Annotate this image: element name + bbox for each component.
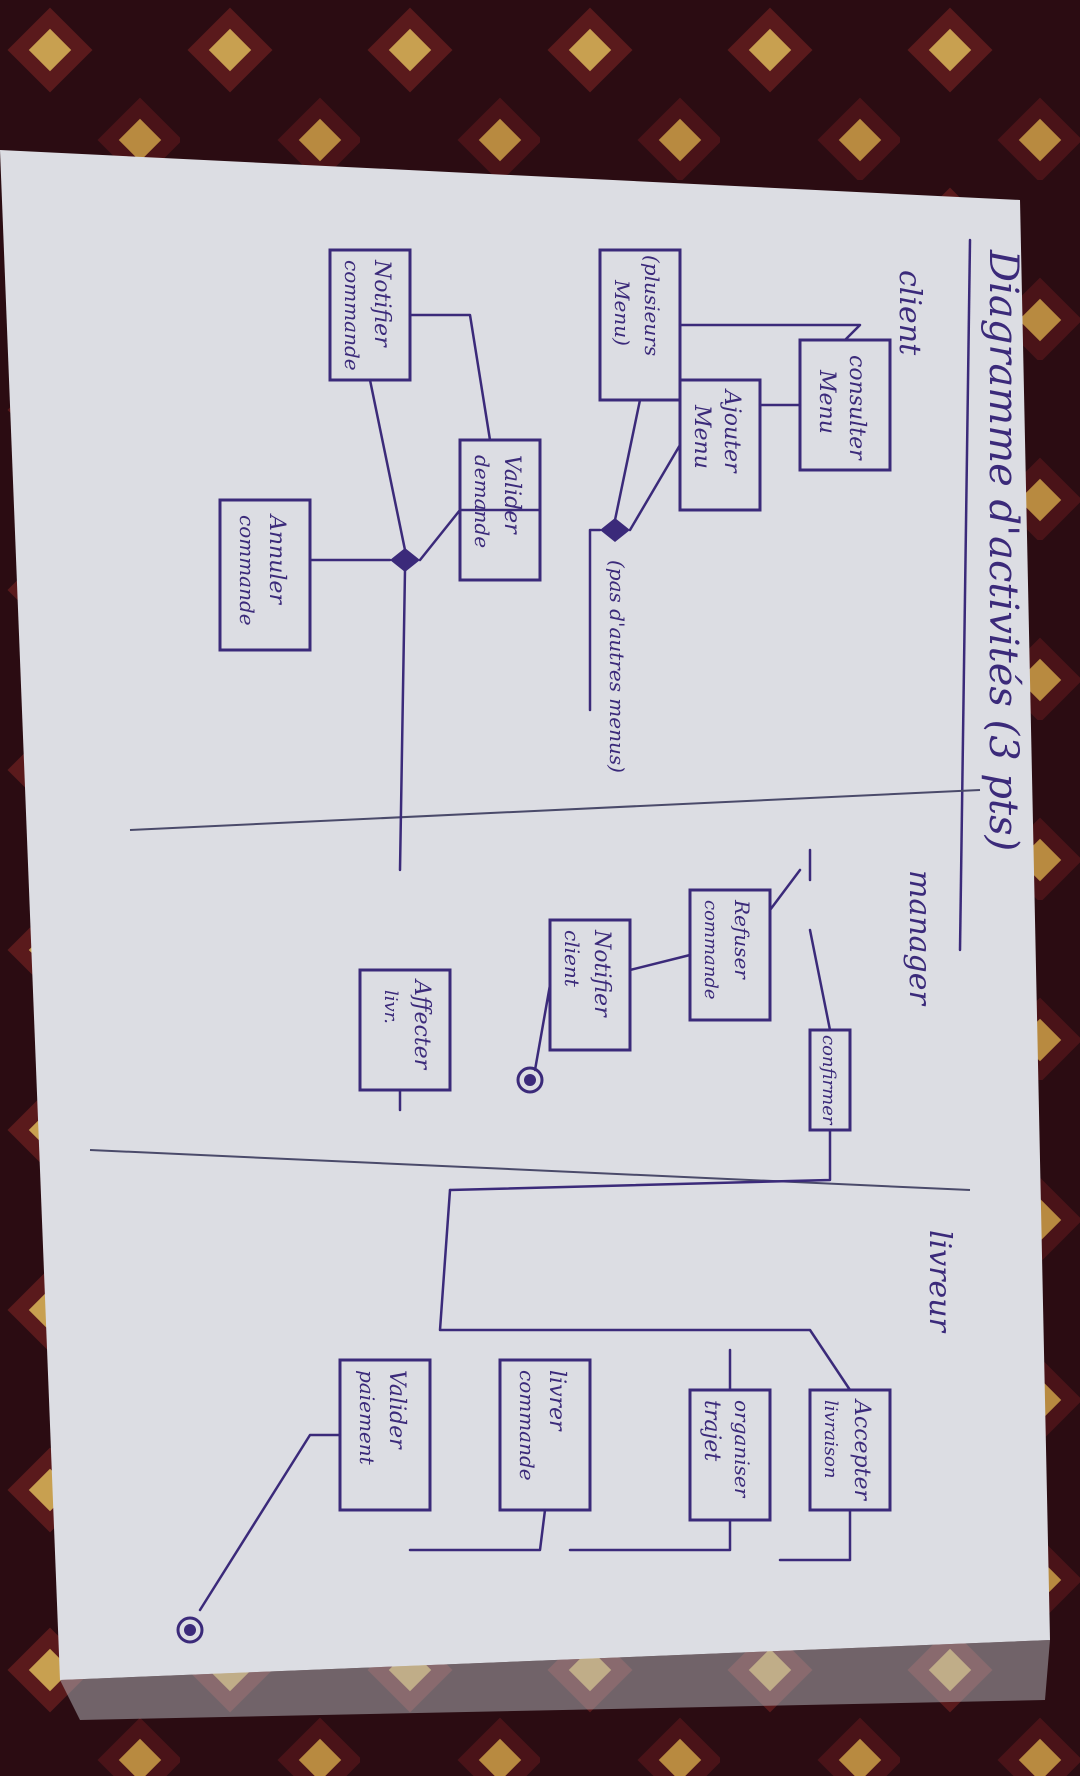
node-label: commande (700, 900, 721, 1000)
node-label: livrer (544, 1370, 569, 1432)
node-label: livr. (380, 990, 401, 1024)
decision-diamond (600, 518, 630, 542)
final-node-livreur (176, 1616, 204, 1644)
node-label: Ajouter (719, 388, 744, 474)
node-label: client (560, 930, 584, 988)
node-label: Menu (814, 369, 839, 434)
lane-label-livreur: livreur (922, 1230, 957, 1334)
node-label: organiser (730, 1400, 754, 1499)
node-label: Notifier (369, 259, 394, 348)
guard-autres-menus: (pas d'autres menus) (605, 560, 629, 773)
node-label: Refuser (730, 899, 754, 980)
node-label: commande (340, 260, 364, 371)
node-label: Annuler (264, 513, 289, 605)
node-label: trajet (699, 1400, 724, 1461)
lane-label-manager: manager (902, 870, 937, 1006)
node-label: commande (515, 1370, 539, 1481)
final-node-manager (516, 1066, 544, 1094)
node-label: (plusieurs (640, 255, 664, 356)
diagram-title: Diagramme d'activités (3 pts) (980, 249, 1026, 851)
node-affecter-livreur: Affecter livr. (358, 968, 452, 1092)
node-notifier-commande: Notifier commande (328, 248, 412, 382)
decision-diamond (390, 548, 420, 572)
node-valider-paiement: Valider paiement (338, 1358, 432, 1512)
node-accepter-livraison: Accepter livraison (808, 1388, 892, 1512)
lane-separator-1 (129, 789, 981, 831)
node-label: Menu) (610, 279, 634, 346)
node-label: Affecter (409, 978, 434, 1071)
lane-separator-2 (89, 1149, 971, 1191)
node-label: livraison (820, 1400, 841, 1478)
lane-label-client: client (892, 270, 927, 356)
node-label: Accepter (849, 1398, 874, 1501)
node-label: consulter (844, 355, 869, 461)
node-label: Valider (384, 1370, 409, 1450)
node-label: Notifier (589, 929, 614, 1018)
node-label: confirmer (818, 1035, 839, 1126)
node-label: Valider (499, 455, 524, 535)
paper-sheet (0, 150, 1050, 1680)
node-label: paiement (355, 1370, 379, 1466)
node-notifier-client: Notifier client (548, 918, 632, 1052)
node-label: commande (235, 515, 259, 626)
node-annuler-commande: Annuler commande (218, 498, 312, 652)
node-label: demande (470, 455, 494, 548)
node-label: Menu (689, 404, 714, 469)
